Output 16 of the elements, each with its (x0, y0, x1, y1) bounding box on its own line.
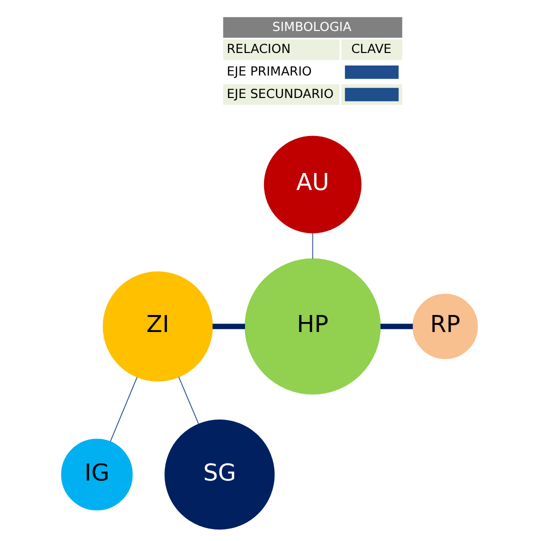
connector (312, 232, 314, 260)
connector (110, 376, 138, 442)
legend-label: EJE PRIMARIO (226, 64, 312, 79)
node-circle: ZI (102, 271, 213, 382)
node-circle: AU (264, 136, 362, 234)
label: SIMBOLOGIA (272, 18, 352, 34)
label: RELACION (226, 41, 291, 56)
legend-label: EJE SECUNDARIO (226, 86, 334, 101)
node-circle: HP (244, 258, 381, 394)
node-circle: IG (61, 438, 133, 510)
connector (178, 376, 200, 424)
connector (380, 324, 413, 330)
connector (212, 324, 246, 330)
node-circle: RP (412, 294, 478, 360)
label: CLAVE (351, 41, 392, 56)
node-circle: SG (164, 420, 275, 530)
